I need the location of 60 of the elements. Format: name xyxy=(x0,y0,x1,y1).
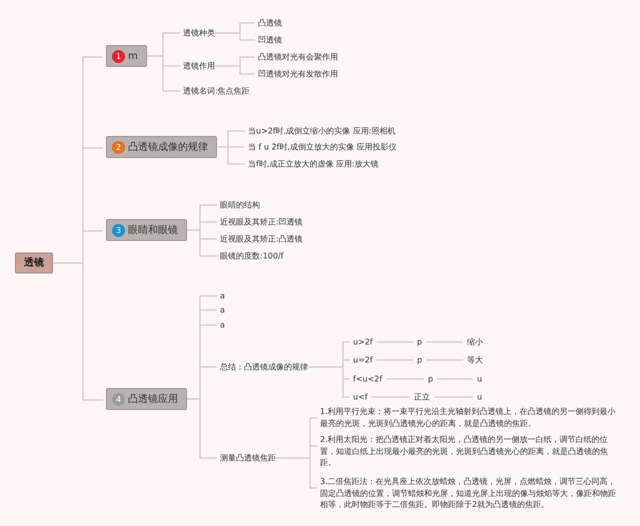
branch-label: 等大 xyxy=(467,354,483,366)
method-text: 2.利用太阳光：把凸透镜正对着太阳光，凸透镜的另一侧放一白纸，调节白纸的位置，知道白纸上出现最小最亮的光斑，光斑到凸透镜光心的距离，就是凸透镜的焦距。 xyxy=(320,434,620,468)
branch-label: 当 f u 2f时,成倒立放大的实像 应用投影仪 xyxy=(248,142,397,152)
branch-label: a xyxy=(220,290,225,302)
topic-label: m xyxy=(128,50,138,62)
branch-label: p xyxy=(428,374,434,384)
connector-line xyxy=(146,56,180,92)
connector-line xyxy=(186,230,218,256)
topic-box xyxy=(106,388,187,410)
topic-box xyxy=(106,219,187,241)
branch-label: 缩小 xyxy=(467,336,483,348)
topic-label: 凸透镜成像的规律 xyxy=(128,142,208,152)
connector-line xyxy=(214,66,256,74)
number-badge: 3 xyxy=(112,224,125,236)
method-text: 3.二倍焦距法：在光具座上依次放蜡烛，凸透镜，光屏，点燃蜡烛，调节三心同高，固定凸透镜的位置，调节蜡烛和光屏，知道光屏上出现的像与烛焰等大，像距和物距相等，此时物距等于二倍焦距。即物距除于2就为凸透镜的焦距。 xyxy=(320,476,620,510)
connector-line xyxy=(52,262,104,400)
number-badge: 1 xyxy=(112,50,125,62)
connector-line xyxy=(386,378,424,380)
branch-label: 正立 xyxy=(414,392,430,402)
number-badge: 4 xyxy=(112,392,125,406)
branch-label: u>2f xyxy=(353,336,373,348)
branch-label: p xyxy=(417,354,422,366)
topic-box xyxy=(106,45,147,67)
branch-label: 眼镜的度数:100/f xyxy=(220,250,284,262)
connector-line xyxy=(216,146,246,164)
branch-label: 当u>2f时,成倒立缩小的实像 应用:照相机 xyxy=(248,126,396,136)
branch-label: 透镜作用 xyxy=(183,60,215,72)
connector-line xyxy=(434,396,474,398)
branch-label: 测量凸透镜焦距 xyxy=(220,452,276,464)
connector-line xyxy=(214,32,256,40)
branch-label: 凹透镜对光有发散作用 xyxy=(258,68,338,80)
connector-line xyxy=(186,398,218,458)
branch-label: 透镜种类 xyxy=(183,28,215,38)
branch-label: u<f xyxy=(353,392,368,402)
topic-label: 凸透镜应用 xyxy=(128,394,178,404)
number-badge: 2 xyxy=(112,140,125,154)
branch-label: 凹透镜 xyxy=(258,34,282,46)
branch-label: 近视眼及其矫正:凸透镜 xyxy=(220,234,303,244)
branch-label: u xyxy=(477,392,482,402)
branch-label: 当f时,成正立放大的虚像 应用:放大镜 xyxy=(248,158,379,170)
topic-label: 眼睛和眼镜 xyxy=(128,224,178,236)
branch-label: 凸透镜对光有会聚作用 xyxy=(258,52,338,62)
connector-line xyxy=(436,378,474,380)
method-text: 1.利用平行光束：将一束平行光沿主光轴射到凸透镜上，在凸透镜的另一侧得到最小最亮的光斑，光斑到凸透镜光心的距离，就是凸透镜的焦距。 xyxy=(320,406,620,429)
branch-label: u=2f xyxy=(353,354,373,366)
branch-label: 总结：凸透镜成像的规律 xyxy=(220,362,308,372)
branch-label: p xyxy=(417,336,422,348)
branch-label: u xyxy=(477,374,482,384)
branch-label: f<u<2f xyxy=(353,374,382,384)
branch-label: 凸透镜 xyxy=(258,18,282,28)
connector-line xyxy=(308,366,350,398)
branch-label: a xyxy=(220,320,225,330)
branch-label: 近视眼及其矫正:凹透镜 xyxy=(220,216,303,228)
root-box: 透镜 xyxy=(15,252,53,274)
branch-label: 透镜名词:焦点焦距 xyxy=(183,86,250,96)
topic-box xyxy=(106,136,217,158)
connector-line xyxy=(371,396,410,398)
branch-label: 眼睛的结构 xyxy=(220,200,260,210)
connector-line xyxy=(276,458,318,488)
branch-label: a xyxy=(220,304,225,316)
